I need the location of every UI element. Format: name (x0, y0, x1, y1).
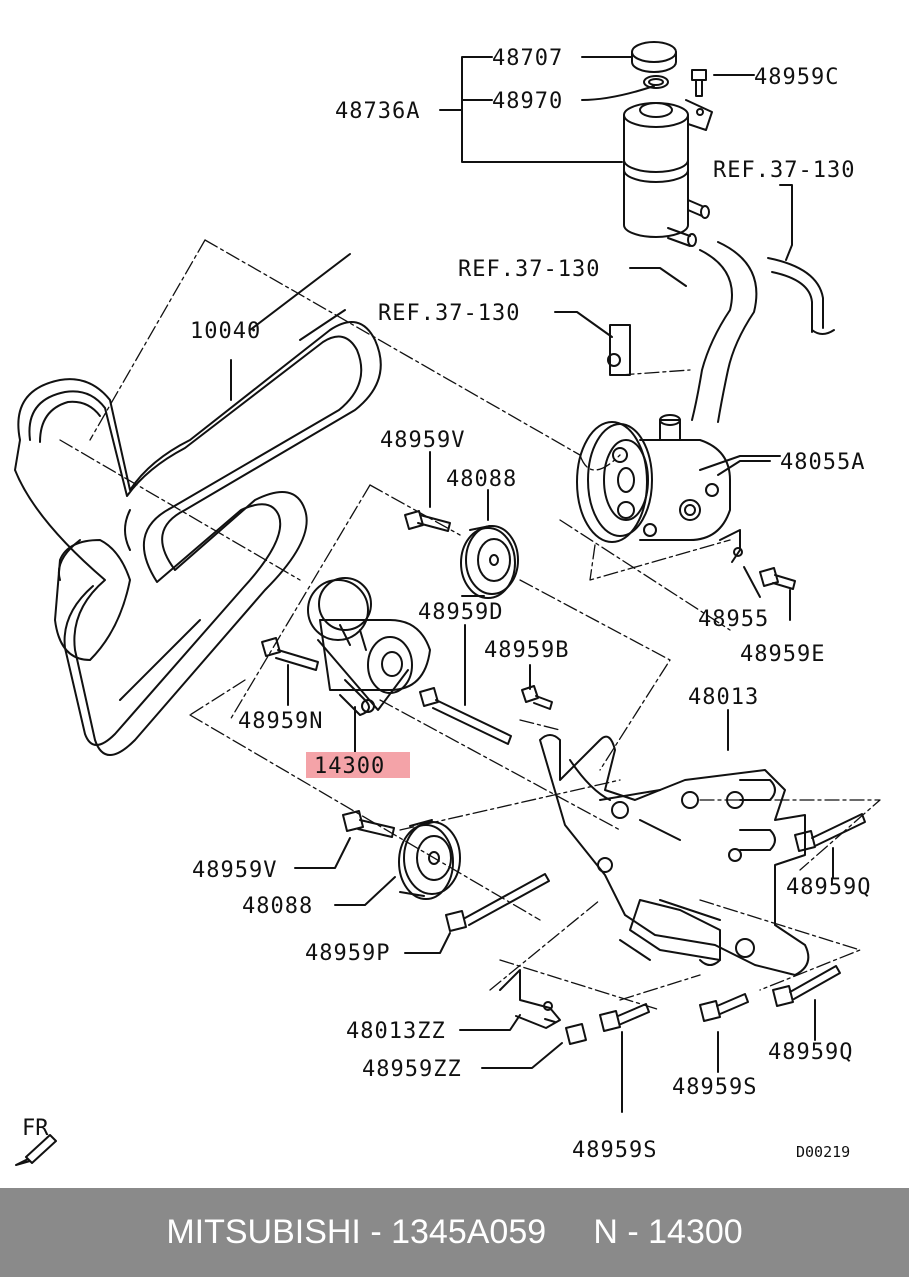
label-48959V-top: 48959V (380, 428, 465, 453)
label-48970: 48970 (492, 89, 563, 114)
pump-bracket (539, 734, 810, 976)
leader-lines-lower (230, 359, 834, 1113)
label-48736A: 48736A (335, 99, 420, 124)
bolts (261, 510, 866, 1045)
belt-tensioner (307, 577, 431, 716)
footer-part-text: MITSUBISHI - 1345A059 N - 14300 (166, 1213, 743, 1251)
label-48959C: 48959C (754, 65, 839, 90)
idler-pulley-top (460, 525, 519, 599)
reservoir-assembly (623, 41, 713, 247)
label-48013ZZ: 48013ZZ (346, 1019, 446, 1044)
label-48959E: 48959E (740, 642, 825, 667)
part-labels: 48707 48970 48736A 48959C REF.37-130 REF… (22, 46, 871, 1163)
footer-bar: MITSUBISHI - 1345A059 N - 14300 (0, 1188, 909, 1277)
label-48955: 48955 (698, 607, 769, 632)
label-48055A: 48055A (780, 450, 865, 475)
label-48959S-right: 48959S (672, 1075, 757, 1100)
label-48013: 48013 (688, 685, 759, 710)
label-ref-37-130-a: REF.37-130 (713, 158, 855, 183)
label-48959Q-bottom: 48959Q (768, 1040, 853, 1065)
label-48088-top: 48088 (446, 467, 517, 492)
part-highlight (306, 752, 410, 778)
label-14300: 14300 (314, 754, 385, 779)
idler-pulley-bottom (398, 819, 461, 900)
label-48959P: 48959P (305, 941, 390, 966)
label-ref-37-130-c: REF.37-130 (378, 301, 520, 326)
drive-belt (14, 253, 382, 756)
label-ref-37-130-b: REF.37-130 (458, 257, 600, 282)
label-48959V-bottom: 48959V (192, 858, 277, 883)
construction-lines (59, 239, 881, 1011)
label-fr: FR (22, 1116, 49, 1141)
label-48959ZZ: 48959ZZ (362, 1057, 462, 1082)
front-arrow-icon (15, 1134, 57, 1166)
label-48959Q-top: 48959Q (786, 875, 871, 900)
label-48707: 48707 (492, 46, 563, 71)
power-steering-pump (576, 414, 781, 563)
parts-diagram: 48707 48970 48736A 48959C REF.37-130 REF… (14, 41, 881, 1166)
label-48959B: 48959B (484, 638, 569, 663)
label-48959N: 48959N (238, 709, 323, 734)
leader-lines-top (439, 56, 793, 338)
hose-lines (607, 241, 835, 423)
label-48959D: 48959D (418, 600, 503, 625)
label-48088-bottom: 48088 (242, 894, 313, 919)
label-48959S-bottom: 48959S (572, 1138, 657, 1163)
diagram-id: D00219 (796, 1143, 850, 1161)
label-10040: 10040 (190, 319, 261, 344)
